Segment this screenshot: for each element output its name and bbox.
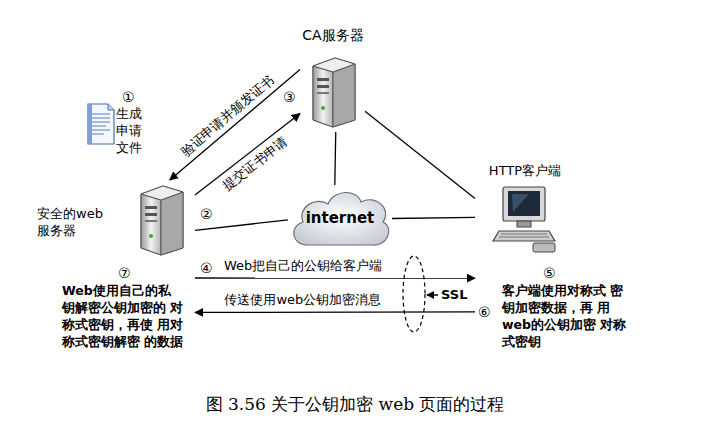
node-label: internet <box>288 209 392 229</box>
ca-server: CA服务器 <box>300 52 365 132</box>
internet-cloud: internet <box>288 185 392 252</box>
message-arrow <box>195 311 475 313</box>
node-label: HTTP客户端 <box>465 163 585 180</box>
figure-caption: 图 3.56 关于公钥加密 web 页面的过程 <box>0 393 710 416</box>
ssl-label: SSL <box>441 286 467 304</box>
callout-number: ③ <box>283 88 296 107</box>
callout-number: ⑥ <box>478 303 491 322</box>
icon-graphic <box>133 184 188 260</box>
ssl-pointer <box>427 294 438 296</box>
network-link <box>334 132 336 185</box>
network-link <box>392 217 475 218</box>
edge-label: 传送使用web公钥加密消息 <box>224 291 381 309</box>
message-arrow <box>195 277 475 278</box>
callout-number: ② <box>200 205 213 224</box>
callout-number: ① <box>122 88 135 107</box>
network-link <box>365 111 475 198</box>
icon-graphic <box>86 102 116 150</box>
http-client: HTTP客户端 <box>475 185 565 320</box>
callout-number: ⑦ <box>118 264 131 283</box>
node-label: 生成 申请 文件 <box>116 106 144 157</box>
edge-label: 提交证书申请 <box>219 133 291 195</box>
icon-graphic <box>305 56 360 132</box>
callout-number: ④ <box>200 259 213 278</box>
node-label: 安全的web 服务器 <box>37 206 117 240</box>
ssl-ellipse <box>403 256 425 332</box>
edge-label: Web把自己的公钥给客户端 <box>224 257 382 275</box>
icon-graphic <box>489 185 559 259</box>
web-server: 安全的web 服务器 <box>125 180 195 320</box>
document-icon: 生成 申请 文件 <box>86 98 150 156</box>
callout-number: ⑤ <box>543 264 556 283</box>
message-arrow <box>170 70 300 180</box>
step-note: Web使用自己的私 钥解密公钥加密的 对称式密钥，再使 用对称式密钥解密 的数据 <box>62 283 188 351</box>
step-note: 客户端使用对称式 密钥加密数据，再 用web的公钥加密 对称式密钥 <box>502 283 634 351</box>
node-label: CA服务器 <box>278 26 388 44</box>
